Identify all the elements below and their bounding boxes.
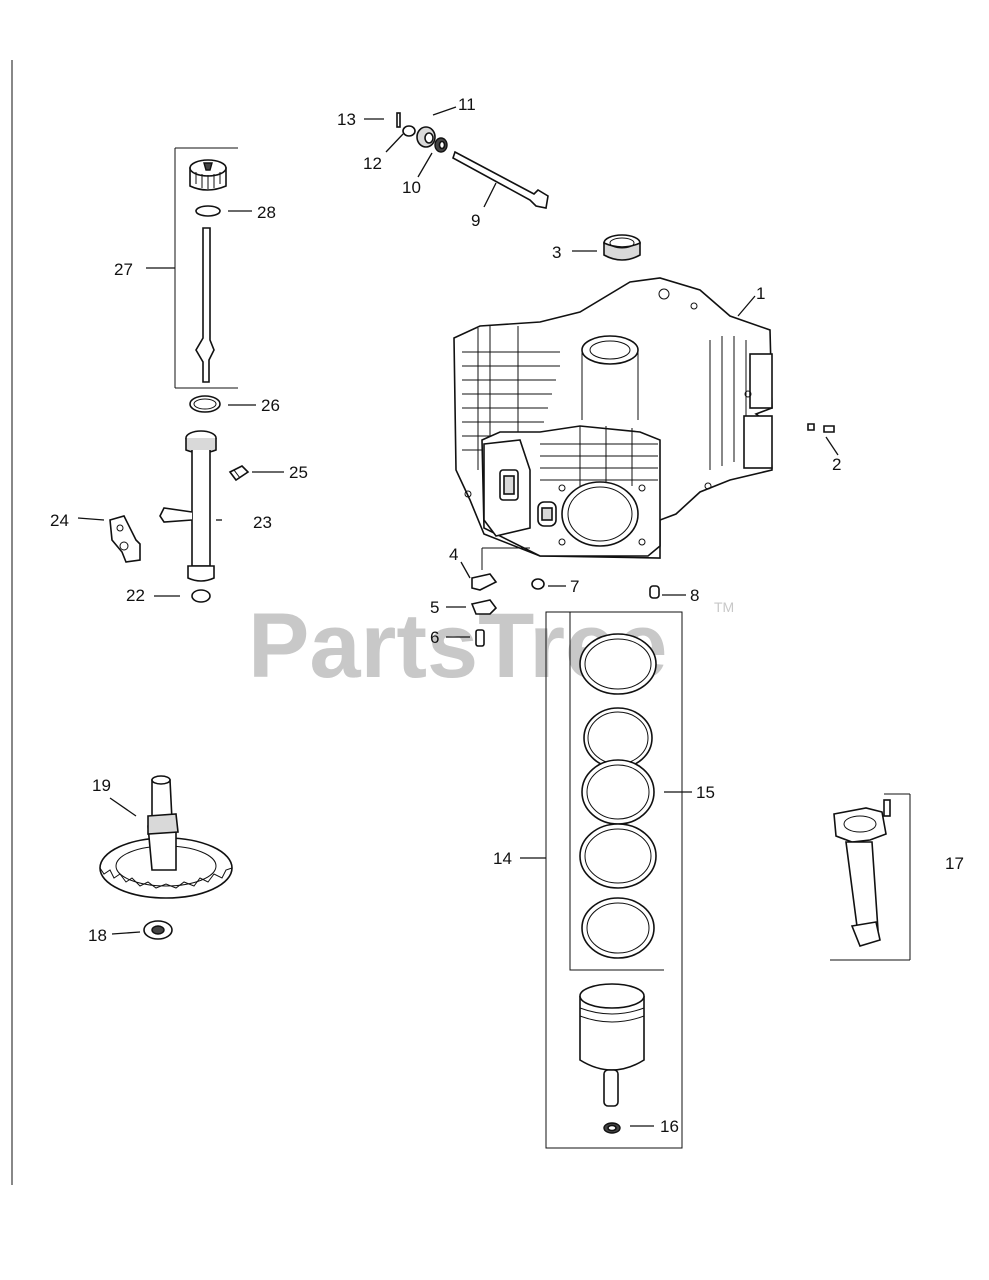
callout-3[interactable]: 3 bbox=[552, 243, 561, 262]
washer-18[interactable] bbox=[143, 920, 173, 940]
callout-28[interactable]: 28 bbox=[257, 203, 276, 222]
dipstick-tube[interactable] bbox=[159, 430, 217, 582]
dipstick-assembly[interactable] bbox=[174, 147, 238, 389]
bracket-24[interactable] bbox=[109, 515, 141, 563]
callout-16[interactable]: 16 bbox=[660, 1117, 679, 1136]
screw-25[interactable] bbox=[228, 465, 250, 482]
callout-labels: 1 2 3 4 5 6 7 8 9 10 11 12 13 14 15 16 1… bbox=[50, 95, 964, 1136]
callout-1[interactable]: 1 bbox=[756, 284, 765, 303]
o-ring-26[interactable] bbox=[189, 395, 221, 413]
bushing-12[interactable] bbox=[402, 125, 416, 137]
bracket-4[interactable] bbox=[471, 547, 530, 591]
callout-18[interactable]: 18 bbox=[88, 926, 107, 945]
callout-7[interactable]: 7 bbox=[570, 577, 579, 596]
callout-23[interactable]: 23 bbox=[253, 513, 272, 532]
camshaft-19[interactable] bbox=[99, 775, 233, 899]
pin-13[interactable] bbox=[396, 112, 401, 128]
callout-4[interactable]: 4 bbox=[449, 545, 458, 564]
clip-5[interactable] bbox=[470, 599, 498, 615]
callout-10[interactable]: 10 bbox=[402, 178, 421, 197]
callout-14[interactable]: 14 bbox=[493, 849, 512, 868]
crankcase-1[interactable] bbox=[453, 277, 773, 559]
oil-seal-3[interactable] bbox=[603, 234, 641, 261]
o-ring-22[interactable] bbox=[191, 589, 211, 603]
callout-27[interactable]: 27 bbox=[114, 260, 133, 279]
plug-8[interactable] bbox=[649, 585, 660, 599]
piston-ring-box bbox=[545, 611, 683, 1149]
callout-15[interactable]: 15 bbox=[696, 783, 715, 802]
callout-8[interactable]: 8 bbox=[690, 586, 699, 605]
callout-26[interactable]: 26 bbox=[261, 396, 280, 415]
stud-6[interactable] bbox=[475, 629, 485, 647]
callout-6[interactable]: 6 bbox=[430, 628, 439, 647]
dowel-pins-2[interactable] bbox=[807, 423, 835, 433]
leader-lines bbox=[77, 106, 839, 1127]
watermark-trademark: TM bbox=[714, 599, 734, 615]
callout-19[interactable]: 19 bbox=[92, 776, 111, 795]
grommet-11[interactable] bbox=[416, 126, 436, 148]
callout-25[interactable]: 25 bbox=[289, 463, 308, 482]
callout-17[interactable]: 17 bbox=[945, 854, 964, 873]
callout-9[interactable]: 9 bbox=[471, 211, 480, 230]
callout-22[interactable]: 22 bbox=[126, 586, 145, 605]
connecting-rod-17[interactable] bbox=[830, 793, 911, 961]
callout-2[interactable]: 2 bbox=[832, 455, 841, 474]
callout-13[interactable]: 13 bbox=[337, 110, 356, 129]
piston-16[interactable] bbox=[579, 983, 645, 1134]
washer-10[interactable] bbox=[434, 137, 448, 153]
breather-tube-9[interactable] bbox=[452, 150, 549, 209]
piston-rings-15[interactable] bbox=[579, 633, 657, 959]
callout-11[interactable]: 11 bbox=[458, 95, 476, 114]
callout-5[interactable]: 5 bbox=[430, 598, 439, 617]
plug-7[interactable] bbox=[531, 578, 545, 590]
callout-24[interactable]: 24 bbox=[50, 511, 69, 530]
callout-12[interactable]: 12 bbox=[363, 154, 382, 173]
